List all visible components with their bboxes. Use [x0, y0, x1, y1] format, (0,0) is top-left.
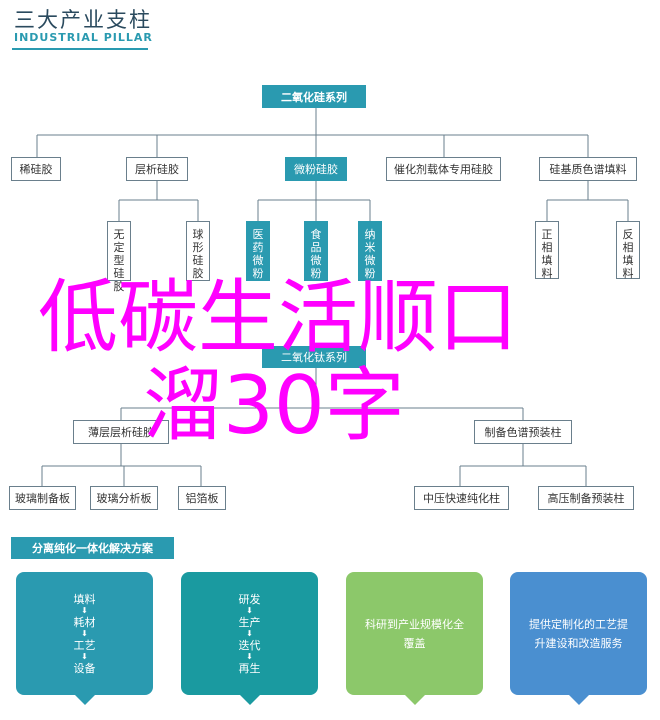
- node-medium-pressure-column: 中压快速纯化柱: [414, 486, 509, 510]
- node-nano-powder: 纳米微粉: [358, 221, 382, 281]
- node-chromatography-silica: 层析硅胶: [126, 157, 188, 181]
- node-pharma-powder: 医药微粉: [246, 221, 270, 281]
- node-aluminum-plate: 铝箔板: [178, 486, 226, 510]
- down-arrow-icon: ⬇: [81, 651, 88, 661]
- node-chromatography-filler: 硅基质色谱填料: [539, 157, 637, 181]
- solutions-title: 分离纯化一体化解决方案: [11, 537, 174, 559]
- solution-card-materials: 填料 ⬇ 耗材 ⬇ 工艺 ⬇ 设备: [16, 572, 153, 705]
- node-normal-phase: 正相填料: [535, 221, 559, 280]
- root-node-titanium: 二氧化钛系列: [262, 346, 366, 368]
- node-prep-column: 制备色谱预装柱: [474, 420, 572, 444]
- node-micropowder-silica: 微粉硅胶: [285, 157, 347, 181]
- node-spherical-silica: 球形硅胶: [186, 221, 210, 281]
- down-arrow-icon: ⬇: [81, 628, 88, 638]
- solution-card-custom-service: 提供定制化的工艺提升建设和改造服务: [510, 572, 647, 705]
- down-arrow-icon: ⬇: [246, 651, 253, 661]
- logo-title: 三大产业支柱: [14, 8, 152, 32]
- down-arrow-icon: ⬇: [81, 605, 88, 615]
- solution-card-lifecycle: 研发 ⬇ 生产 ⬇ 迭代 ⬇ 再生: [181, 572, 318, 705]
- solution-card-coverage: 科研到产业规模化全覆盖: [346, 572, 483, 705]
- node-glass-prep-plate: 玻璃制备板: [9, 486, 76, 510]
- logo-subtitle: INDUSTRIAL PILLAR: [14, 31, 153, 44]
- root-node-silica: 二氧化硅系列: [262, 85, 366, 108]
- down-arrow-icon: ⬇: [246, 605, 253, 615]
- node-thin-silica: 稀硅胶: [11, 157, 61, 181]
- down-arrow-icon: ⬇: [246, 628, 253, 638]
- node-high-pressure-column: 高压制备预装柱: [538, 486, 634, 510]
- node-glass-analysis-plate: 玻璃分析板: [90, 486, 158, 510]
- overlay-headline-line1: 低碳生活顺口: [38, 271, 518, 364]
- overlay-headline-line2: 溜30字: [143, 359, 405, 452]
- node-amorphous-silica: 无定型硅胶: [107, 221, 131, 293]
- node-food-powder: 食品微粉: [304, 221, 328, 281]
- node-catalyst-silica: 催化剂载体专用硅胶: [386, 157, 501, 181]
- node-thin-layer-silica: 薄层层析硅胶: [73, 420, 169, 444]
- logo-underline: [12, 48, 148, 50]
- node-reverse-phase: 反相填料: [616, 221, 640, 280]
